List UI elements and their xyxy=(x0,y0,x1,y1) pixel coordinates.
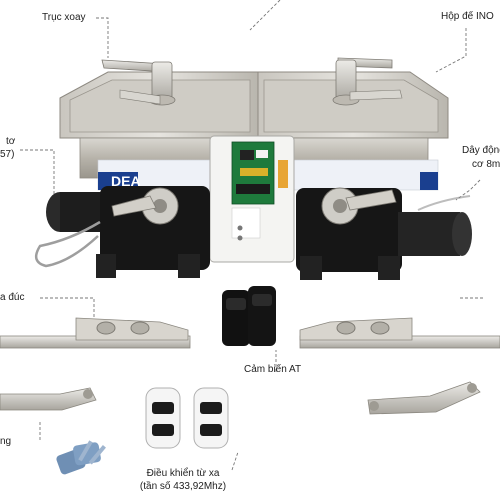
label-remote-2: (tần số 433,92Mhz) xyxy=(139,481,227,492)
remote-control-right xyxy=(193,387,229,449)
label-remote-1: Điều khiển từ xa xyxy=(146,468,220,479)
cast-arm-left xyxy=(0,317,191,349)
label-tay-duc: a đúc xyxy=(0,292,25,303)
label-cam-bien: Cảm biến AT xyxy=(244,364,302,375)
connector-arm-left xyxy=(0,387,97,411)
motor-right xyxy=(296,187,472,280)
release-keys xyxy=(56,440,106,475)
label-day-dong-1: Dây động xyxy=(462,145,500,156)
pivot-arm-right xyxy=(332,57,403,106)
label-motor-left-2: 57) xyxy=(0,149,15,160)
motor-left xyxy=(34,186,210,278)
photocell-sensors xyxy=(222,286,276,346)
packaging-stripe-left xyxy=(98,172,138,190)
label-hop-de: Hộp đế INO xyxy=(441,11,494,22)
foundation-box-right xyxy=(257,71,449,179)
cast-arm-right xyxy=(299,317,500,349)
remote-control-left xyxy=(145,387,181,449)
label-day-dong-2: cơ 8m xyxy=(472,159,500,170)
label-truc-xoay: Trục xoay xyxy=(42,12,86,23)
control-box xyxy=(209,135,295,263)
label-left-bottom: ng xyxy=(0,436,12,447)
connector-arm-right xyxy=(367,381,481,415)
label-motor-left-1: tơ xyxy=(6,136,16,147)
brand-logo: DEA xyxy=(111,173,141,189)
leader-lines xyxy=(20,0,484,471)
packaging-stripe-right xyxy=(420,172,438,190)
pivot-arm-left xyxy=(101,59,176,106)
